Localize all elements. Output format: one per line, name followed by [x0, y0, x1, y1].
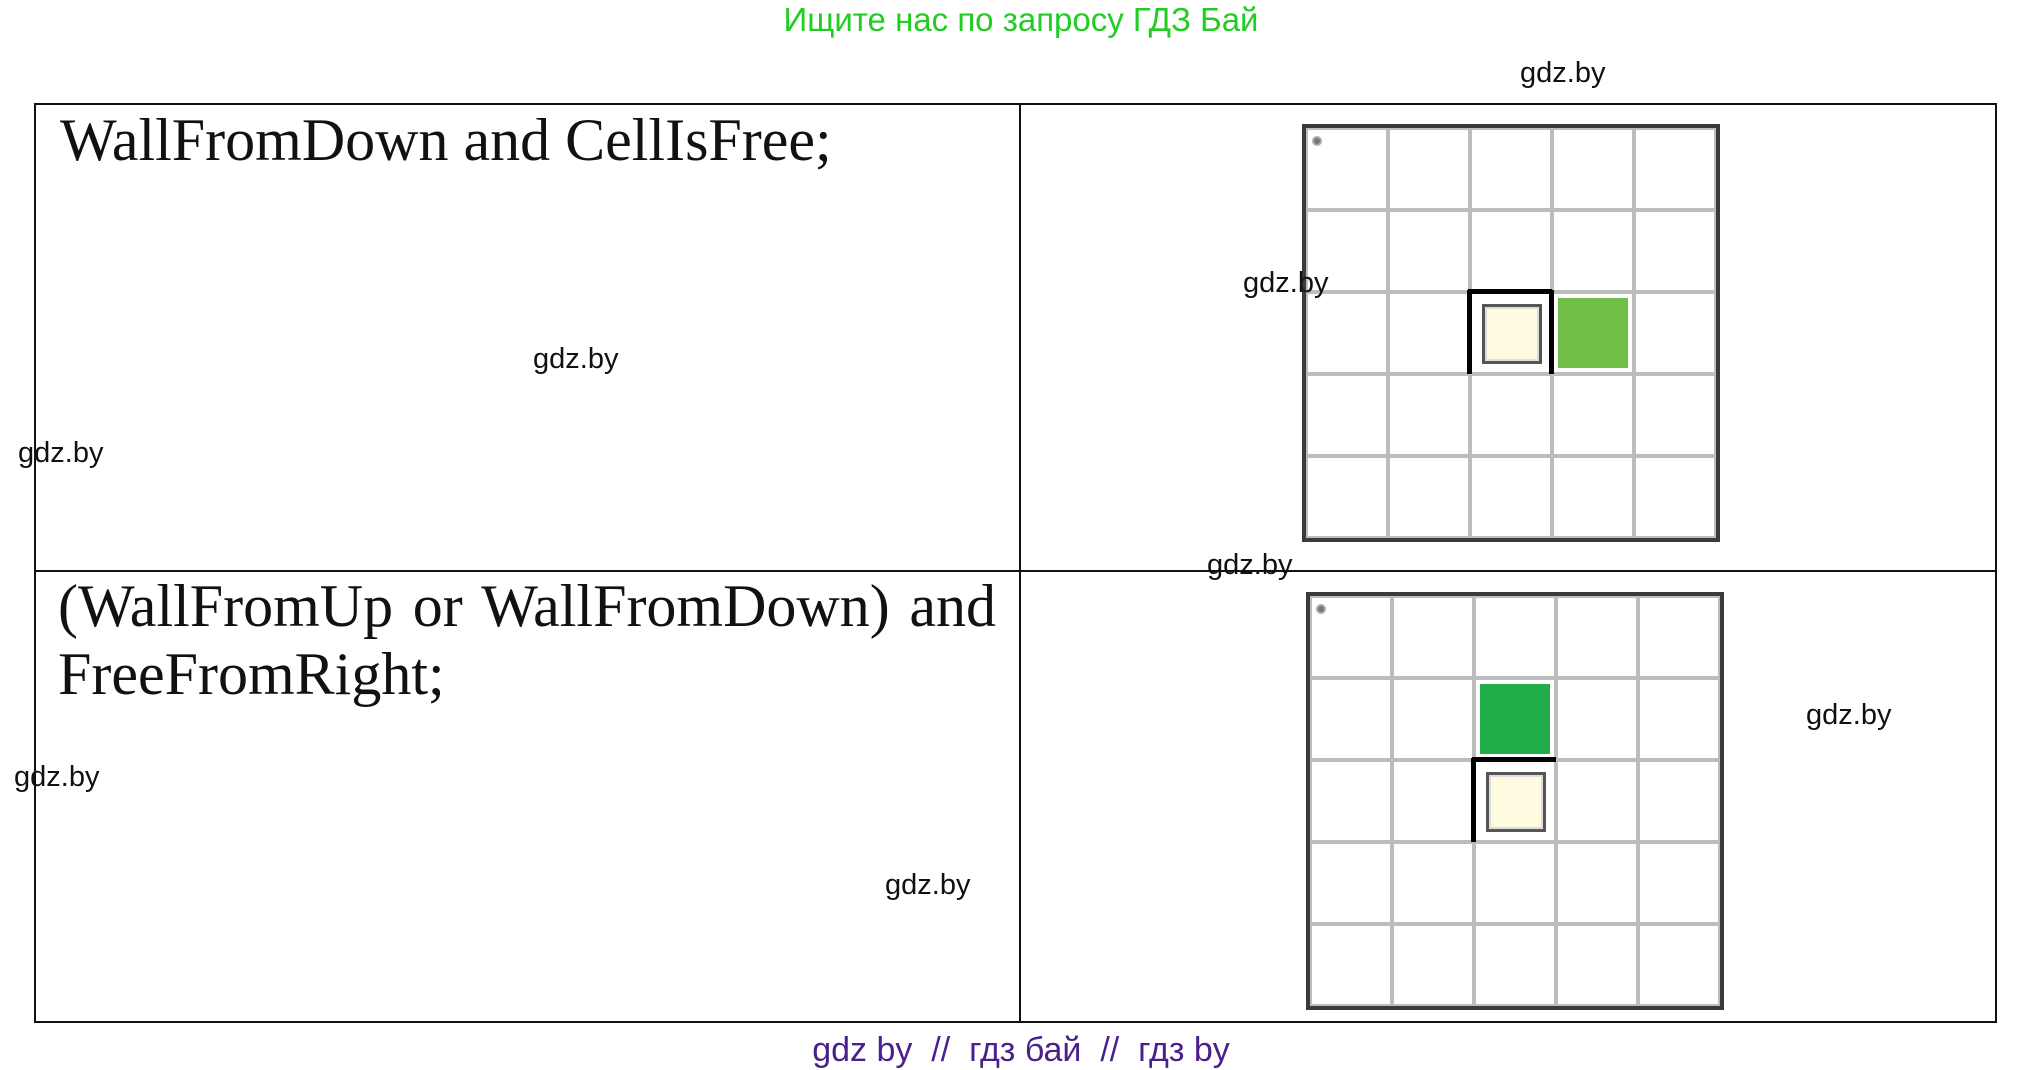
- field-cell: [1474, 596, 1556, 678]
- robot: [1482, 304, 1542, 364]
- field-cell: [1392, 760, 1474, 842]
- robot: [1486, 772, 1546, 832]
- field-cell: [1306, 456, 1388, 538]
- field-cell: [1556, 842, 1638, 924]
- origin-marker: [1316, 604, 1326, 614]
- field-cell: [1392, 678, 1474, 760]
- target-cell: [1558, 298, 1628, 368]
- field-cell: [1388, 210, 1470, 292]
- wall: [1468, 289, 1552, 294]
- field-cell: [1306, 210, 1388, 292]
- field-cell: [1638, 924, 1720, 1006]
- column-divider: [1019, 105, 1021, 1021]
- row1-code: WallFromDown and CellIsFree;: [60, 107, 832, 173]
- watermark: gdz.by: [1243, 267, 1329, 299]
- field-cell: [1310, 678, 1392, 760]
- robot-field-1: [1302, 124, 1720, 542]
- field-cell: [1638, 842, 1720, 924]
- header-banner: Ищите нас по запросу ГДЗ Бай: [783, 1, 1259, 38]
- watermark: gdz.by: [18, 437, 104, 469]
- wall: [1549, 290, 1554, 374]
- field-cell: [1638, 760, 1720, 842]
- field-cell: [1388, 374, 1470, 456]
- robot-field-2: [1306, 592, 1724, 1010]
- watermark: gdz.by: [533, 343, 619, 375]
- wall: [1471, 758, 1476, 842]
- field-cell: [1638, 678, 1720, 760]
- watermark: gdz.by: [1806, 699, 1892, 731]
- field-cell: [1556, 678, 1638, 760]
- watermark: gdz.by: [14, 761, 100, 793]
- field-cell: [1634, 456, 1716, 538]
- field-cell: [1310, 924, 1392, 1006]
- field-cell: [1470, 128, 1552, 210]
- watermark: gdz.by: [885, 869, 971, 901]
- row2-code: (WallFromUp or WallFromDown) and FreeFro…: [58, 573, 996, 707]
- watermark: gdz.by: [1520, 57, 1606, 89]
- field-cell: [1556, 596, 1638, 678]
- field-cell: [1474, 842, 1556, 924]
- field-cell: [1552, 374, 1634, 456]
- field-cell: [1556, 924, 1638, 1006]
- watermark: gdz.by: [1207, 549, 1293, 581]
- field-cell: [1310, 842, 1392, 924]
- field-cell: [1552, 456, 1634, 538]
- field-cell: [1388, 456, 1470, 538]
- field-cell: [1306, 292, 1388, 374]
- field-cell: [1470, 456, 1552, 538]
- field-cell: [1388, 292, 1470, 374]
- field-cell: [1634, 374, 1716, 456]
- field-cell: [1470, 210, 1552, 292]
- wall: [1467, 290, 1472, 374]
- target-cell: [1480, 684, 1550, 754]
- field-cell: [1634, 210, 1716, 292]
- field-cell: [1392, 596, 1474, 678]
- task-table: [34, 103, 1997, 1023]
- field-cell: [1306, 374, 1388, 456]
- field-cell: [1552, 128, 1634, 210]
- row-divider: [36, 570, 1995, 572]
- field-cell: [1470, 374, 1552, 456]
- field-cell: [1388, 128, 1470, 210]
- field-cell: [1638, 596, 1720, 678]
- wall: [1472, 757, 1556, 762]
- field-cell: [1474, 924, 1556, 1006]
- footer-links: gdz by // гдз бай // гдз by: [812, 1031, 1230, 1069]
- field-cell: [1392, 842, 1474, 924]
- field-cell: [1552, 210, 1634, 292]
- field-cell: [1634, 292, 1716, 374]
- field-cell: [1392, 924, 1474, 1006]
- field-cell: [1310, 760, 1392, 842]
- origin-marker: [1312, 136, 1322, 146]
- field-cell: [1556, 760, 1638, 842]
- field-cell: [1634, 128, 1716, 210]
